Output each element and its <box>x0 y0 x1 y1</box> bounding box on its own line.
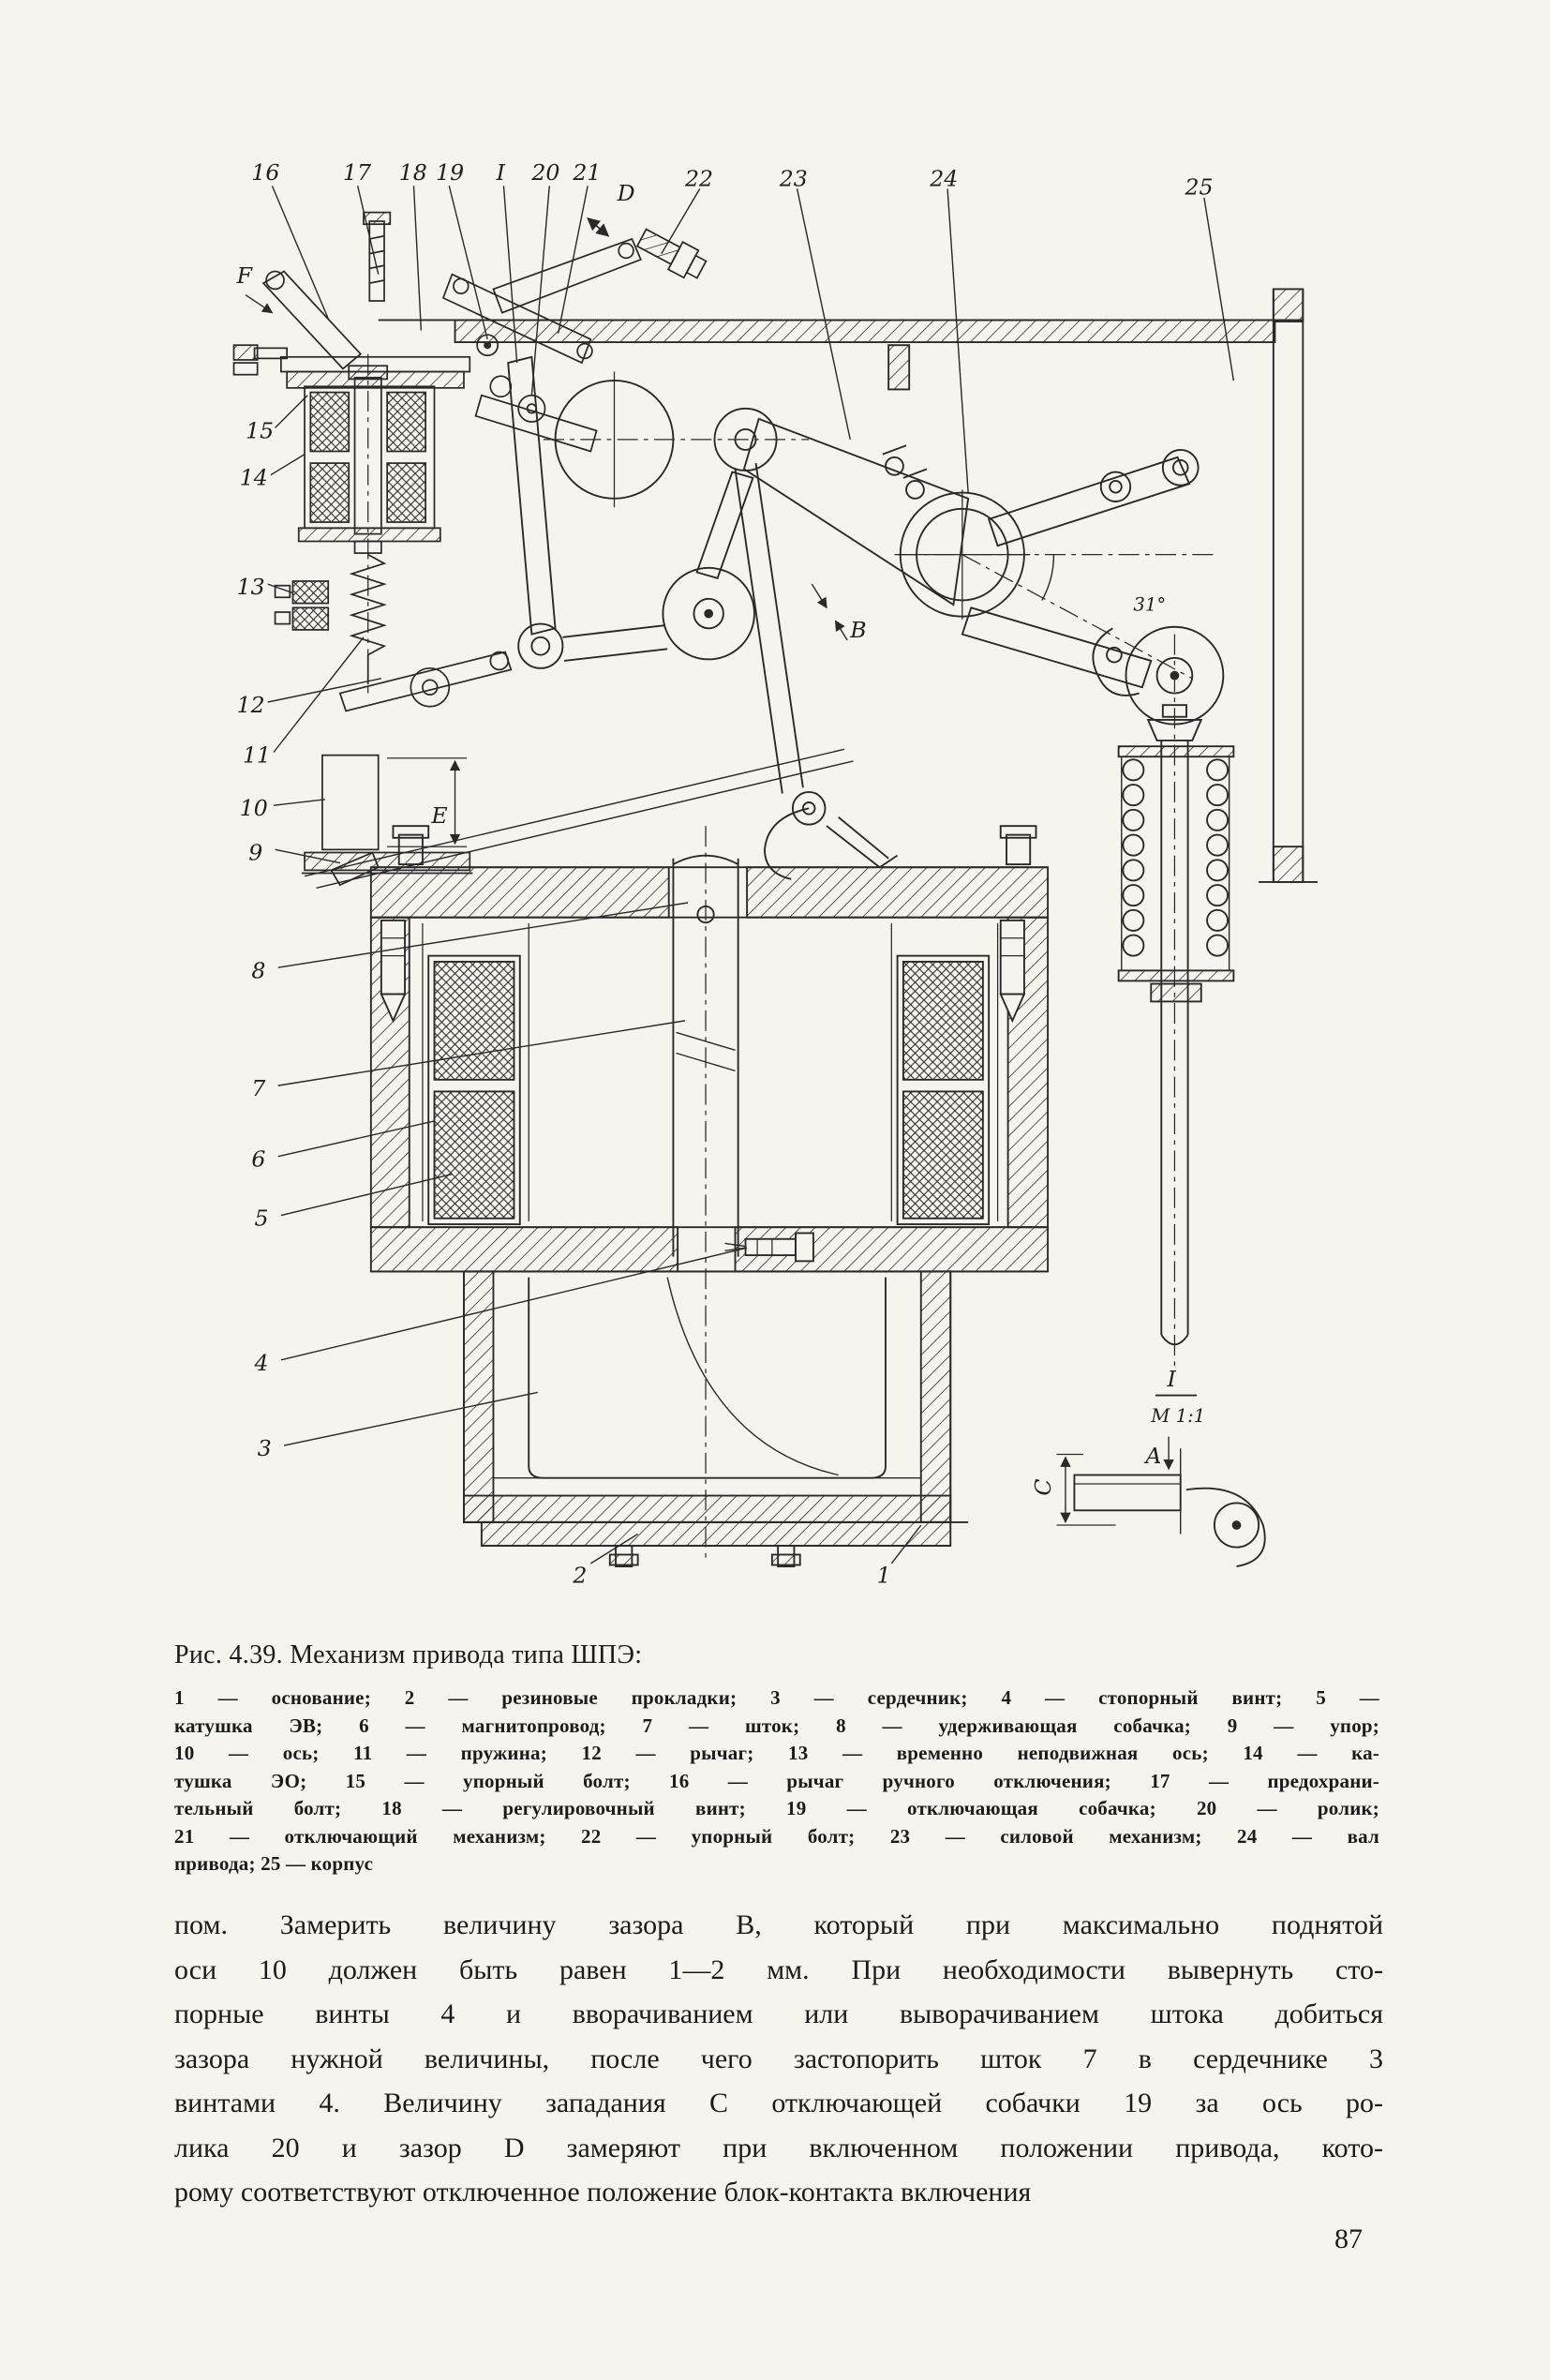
callout-24: 24 <box>929 165 958 191</box>
callout-7: 7 <box>251 1075 265 1101</box>
body-line: зазора нужной величины, после чего засто… <box>174 2043 1383 2074</box>
core-pot <box>463 1232 952 1523</box>
detail-label-I: I <box>1167 1366 1177 1392</box>
callout-leaders <box>267 185 1235 1564</box>
callout-25: 25 <box>1184 174 1213 201</box>
callout-6: 6 <box>251 1146 265 1173</box>
body-line: порные винты 4 и вворачиванием или вывор… <box>174 1998 1383 2029</box>
callout-19: 19 <box>436 159 464 186</box>
figure-caption: Рис. 4.39. Механизм привода типа ШПЭ: <box>174 1640 643 1669</box>
body-line: лика 20 и зазор D замеряют при включенно… <box>174 2132 1383 2163</box>
callout-11: 11 <box>243 742 271 769</box>
dim-B: B <box>849 617 866 643</box>
dim-F: F <box>236 262 254 289</box>
callout-18: 18 <box>399 159 427 186</box>
callout-22: 22 <box>684 165 713 191</box>
detail-view-I <box>1056 1394 1266 1568</box>
body-line: рому соответствуют отключенное положение… <box>174 2177 1032 2208</box>
page-number: 87 <box>1334 2223 1363 2254</box>
frame-corps <box>378 288 1319 883</box>
detail-scale: М 1:1 <box>1150 1405 1205 1427</box>
callout-14: 14 <box>240 465 268 491</box>
callout-4: 4 <box>254 1350 269 1376</box>
callout-13: 13 <box>237 574 265 600</box>
dim-D: D <box>617 180 635 206</box>
figure-legend: 1 — основание; 2 — резиновые прокладки; … <box>174 1684 1379 1879</box>
callout-23: 23 <box>779 165 808 191</box>
dim-E: E <box>430 802 447 829</box>
callout-17: 17 <box>343 159 371 186</box>
legend-line: 21 — отключающий механизм; 22 — упорный … <box>174 1824 1379 1848</box>
callout-15: 15 <box>246 417 274 443</box>
callout-20: 20 <box>530 159 559 186</box>
body-line: винтами 4. Величину западания С отключаю… <box>174 2088 1383 2118</box>
legend-line: 1 — основание; 2 — резиновые прокладки; … <box>174 1686 1379 1709</box>
callout-9: 9 <box>248 839 262 865</box>
callout-21: 21 <box>572 159 601 186</box>
body-paragraph: пом. Замерить величину зазора В, который… <box>174 1903 1383 2215</box>
power-mechanism <box>742 417 1225 726</box>
body-line: оси 10 должен быть равен 1—2 мм. При нео… <box>174 1953 1383 1985</box>
callout-12: 12 <box>237 692 265 718</box>
callout-detail-mark-I: I <box>496 159 506 186</box>
callout-2: 2 <box>572 1562 587 1588</box>
legend-line: тушка ЭО; 15 — упорный болт; 16 — рычаг … <box>174 1769 1379 1792</box>
angle-31: 31° <box>1133 593 1166 615</box>
callout-10: 10 <box>240 795 268 821</box>
body-line: пом. Замерить величину зазора В, который… <box>174 1909 1383 1940</box>
callout-labels: 16 17 18 19 I 20 21 D 22 23 24 25 F 15 1… <box>236 159 1214 1588</box>
detail-arrow-A: А <box>1143 1443 1162 1469</box>
electromagnet-ev <box>369 825 1050 1558</box>
callout-16: 16 <box>251 159 279 186</box>
callout-1: 1 <box>877 1562 891 1588</box>
legend-line: привода; 25 — корпус <box>174 1852 374 1875</box>
drive-rod <box>1117 634 1235 1372</box>
legend-line: тельный болт; 18 — регулировочный винт; … <box>174 1797 1379 1819</box>
central-linkage <box>507 355 899 880</box>
callout-5: 5 <box>255 1205 269 1232</box>
coil-eo-assembly <box>274 353 854 889</box>
base-assembly <box>463 1520 969 1568</box>
technical-drawing: 16 17 18 19 I 20 21 D 22 23 24 25 F 15 1… <box>232 159 1319 1588</box>
callout-3: 3 <box>258 1435 272 1461</box>
dim-C: C <box>1030 1478 1056 1495</box>
legend-line: катушка ЭВ; 6 — магнитопровод; 7 — шток;… <box>174 1714 1379 1737</box>
legend-line: 10 — ось; 11 — пружина; 12 — рычаг; 13 —… <box>174 1742 1379 1764</box>
callout-8: 8 <box>251 957 265 983</box>
